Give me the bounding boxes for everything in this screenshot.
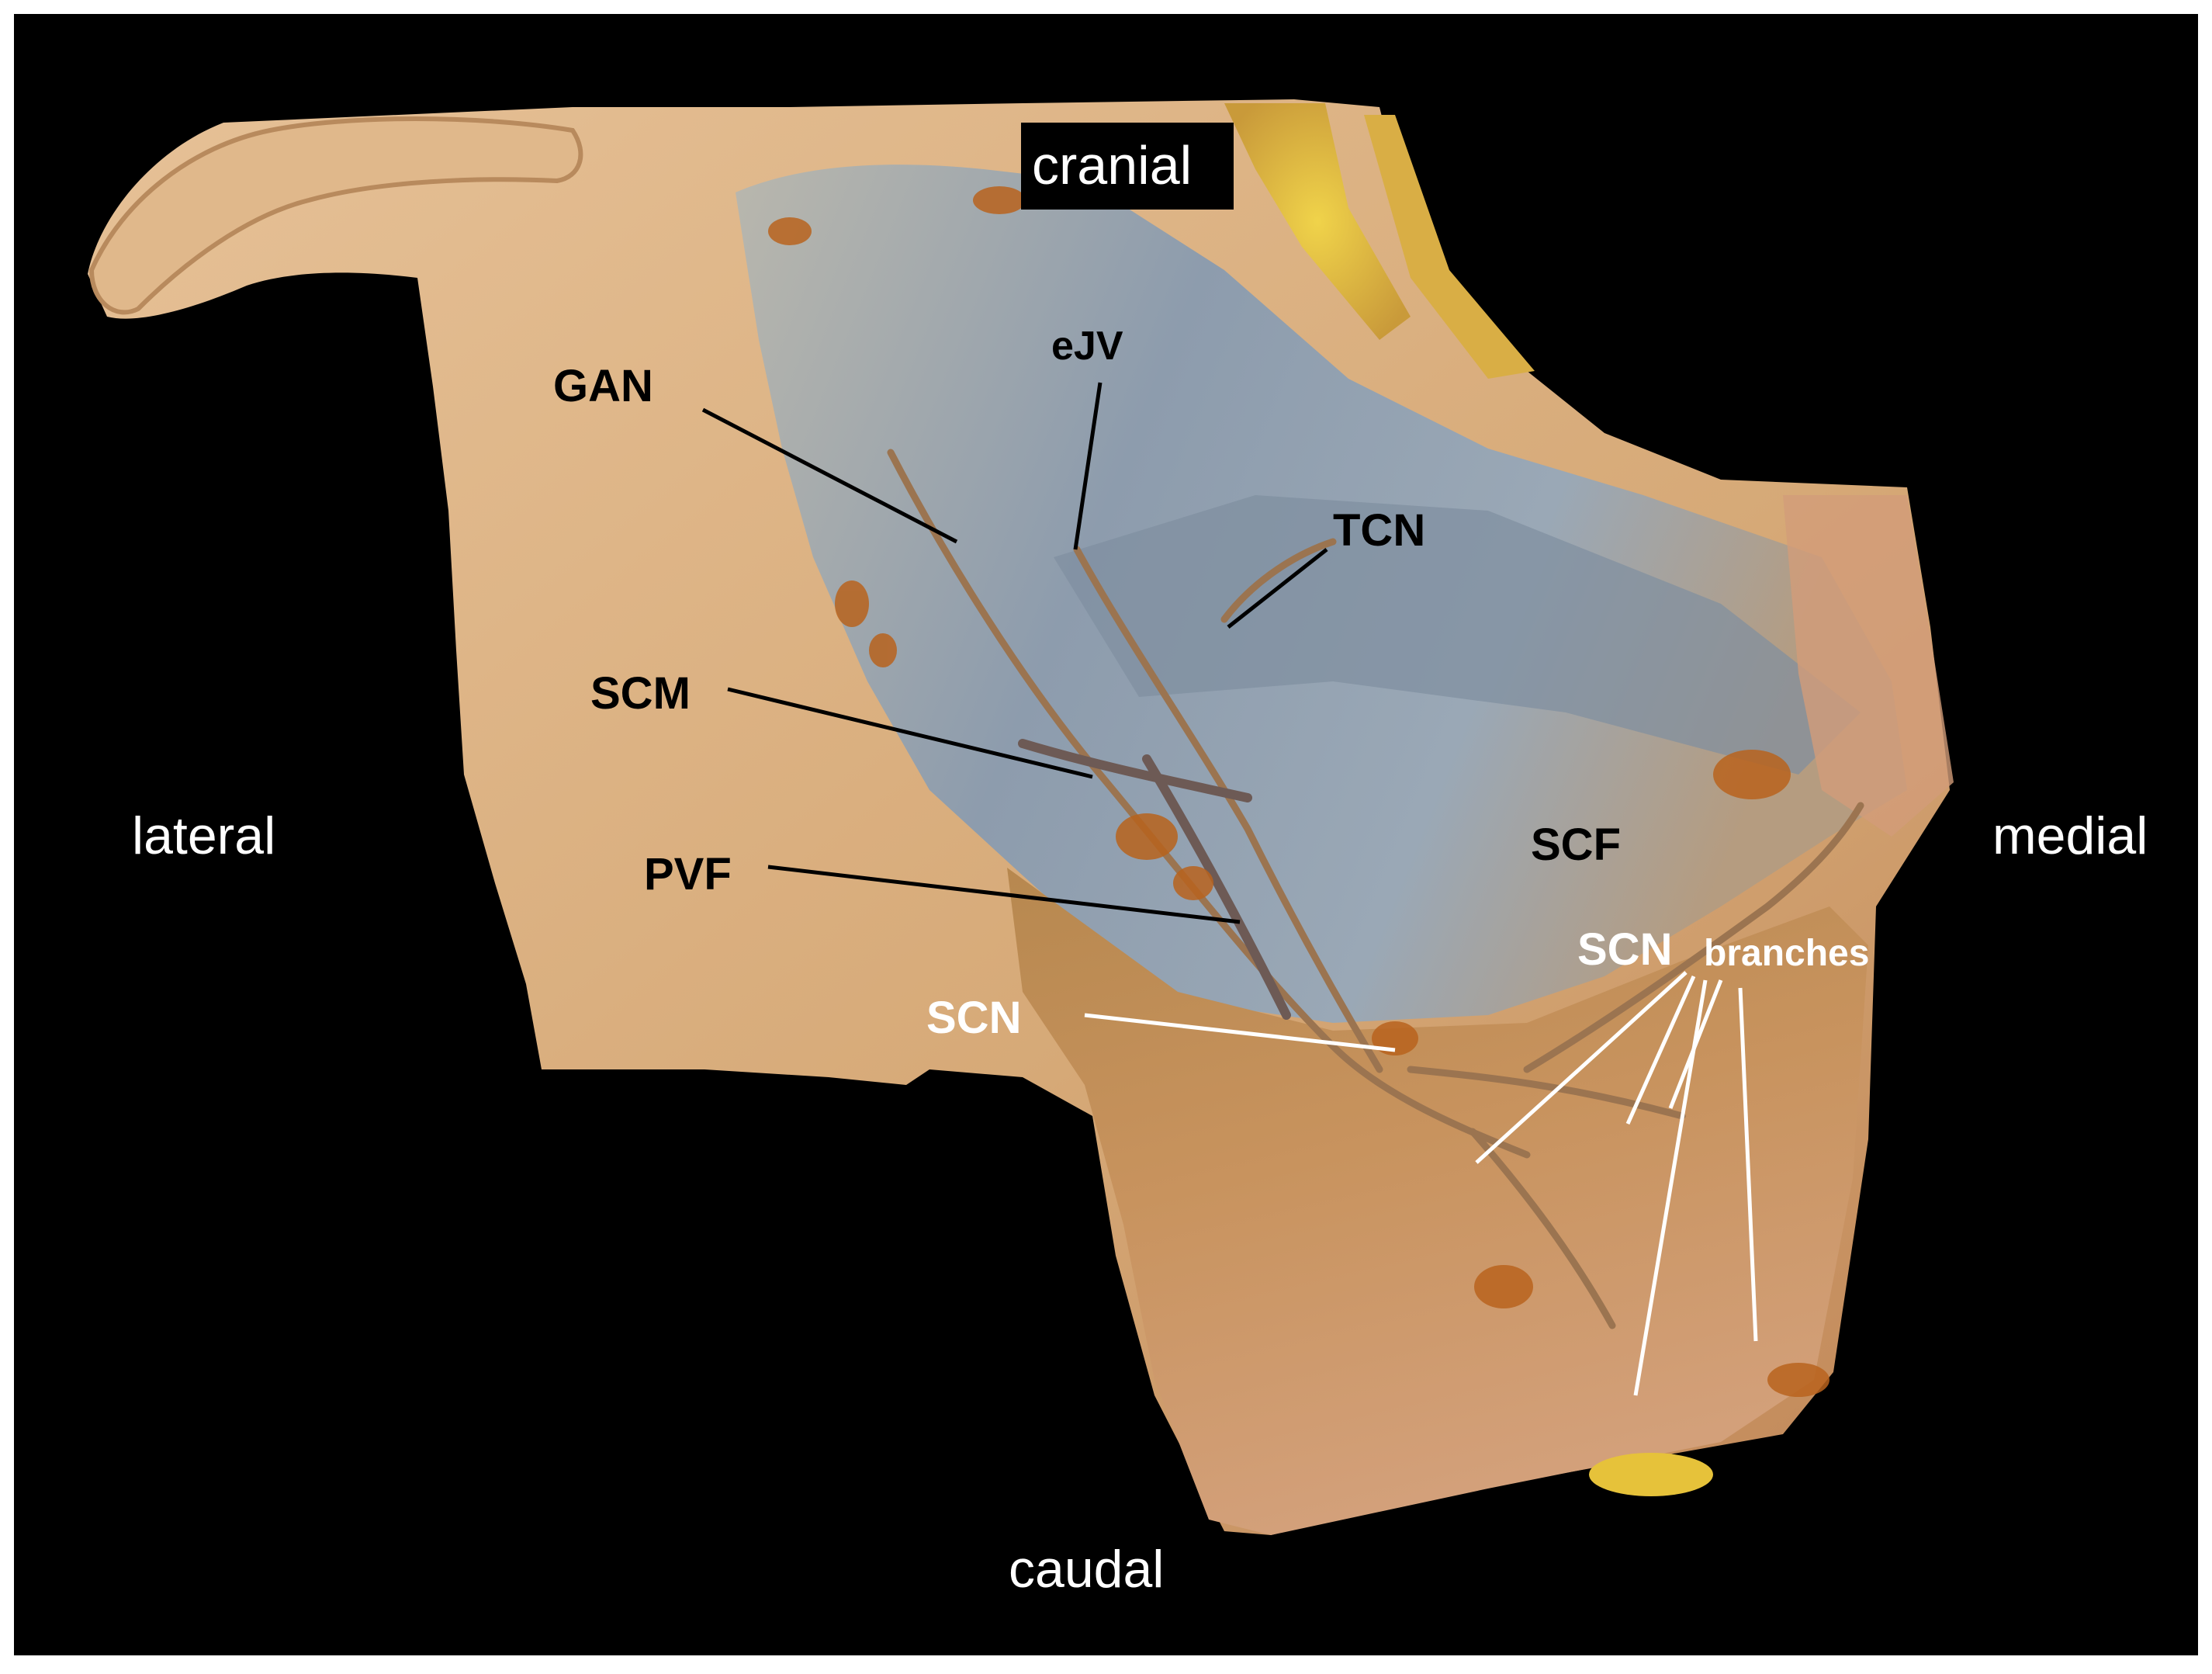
label-scf: SCF	[1531, 820, 1621, 870]
label-tcn: TCN	[1333, 505, 1426, 556]
photo-frame: cranial lateral medial caudal GAN eJV TC…	[14, 14, 2198, 1655]
label-ejv: eJV	[1051, 324, 1123, 369]
dissection-photo	[88, 99, 1954, 1535]
skin-fold	[88, 116, 583, 315]
leader-lines-white	[1084, 971, 1758, 1396]
caudal-tissue	[1007, 868, 1868, 1535]
label-gan: GAN	[553, 361, 653, 411]
muscle-band	[1054, 495, 1861, 775]
vessel-strands	[1018, 739, 1291, 1020]
fat-streak-right	[1364, 115, 1535, 379]
medial-flap	[1783, 495, 1954, 837]
label-scn-branches-suffix: branches	[1704, 933, 1870, 974]
fat-streak	[1224, 103, 1411, 340]
orientation-caudal: caudal	[1009, 1540, 1165, 1599]
leader-lines-black	[701, 382, 1328, 924]
orientation-lateral: lateral	[132, 806, 276, 865]
fat-blob	[1589, 1453, 1713, 1496]
label-scm: SCM	[590, 668, 691, 719]
orientation-medial: medial	[1992, 806, 2148, 865]
label-scn-branches-prefix: SCN	[1577, 924, 1673, 975]
cranial-label-box	[1021, 123, 1234, 210]
label-scn: SCN	[926, 993, 1022, 1043]
fat-droplets	[768, 186, 1829, 1397]
orientation-cranial: cranial	[1032, 135, 1193, 196]
label-pvf: PVF	[644, 849, 732, 899]
